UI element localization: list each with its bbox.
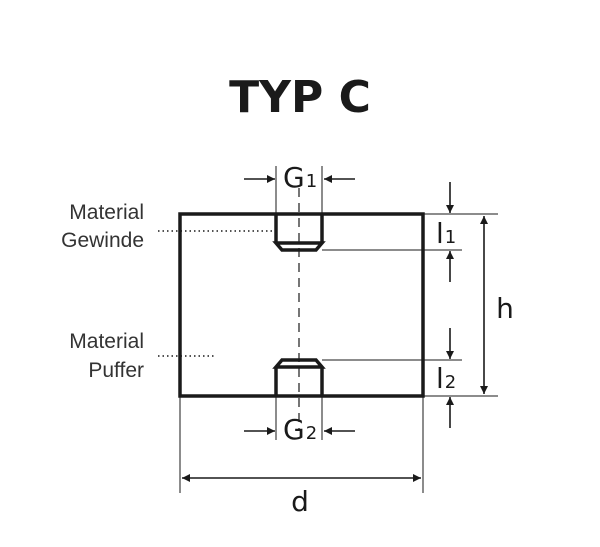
g2-label: G2 [283, 413, 317, 446]
h-label: h [496, 292, 514, 325]
bottom-thread-insert [272, 358, 326, 396]
callout-thread-material-line1: Material [69, 201, 144, 224]
callout-thread-material: Material Gewinde [61, 201, 276, 252]
l2-label: l2 [436, 362, 456, 395]
d-dimension: d [179, 396, 424, 518]
callout-buffer-material: Material Puffer [69, 330, 216, 382]
l2-dimension: l2 [436, 328, 456, 428]
l1-label: l1 [436, 217, 456, 250]
buffer-body [178, 212, 425, 398]
callout-thread-material-line2: Gewinde [61, 229, 144, 252]
h-dimension: h [480, 216, 514, 394]
d-label: d [291, 485, 309, 518]
top-thread-insert [272, 214, 326, 252]
callout-buffer-material-line1: Material [69, 330, 144, 353]
g1-label: G1 [283, 161, 317, 194]
l1-dimension: l1 [436, 182, 456, 282]
g1-dimension: G1 [244, 161, 355, 214]
callout-buffer-material-line2: Puffer [88, 359, 144, 382]
diagram-title: TYP C [229, 72, 371, 123]
g2-dimension: G2 [244, 396, 355, 446]
